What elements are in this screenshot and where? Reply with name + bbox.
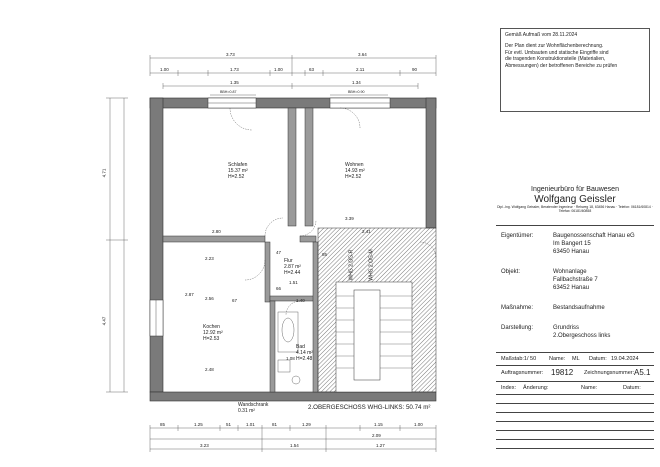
dim-bottom-3a: 3.23 [200,443,209,448]
total-area: 2.OBERGESCHOSS WHG-LINKS: 50.74 m² [308,404,431,411]
owner-line-2: Im Bangert 15 [553,241,591,247]
room-kochen: Kochen 12.92 m² H=2.53 [203,324,223,342]
dim-inner-6: 2.48 [205,367,214,372]
note-line: die tragenden Konstruktionsteile (Materi… [505,56,606,63]
object-label: Objekt: [501,269,521,275]
index-label: Index: [501,385,516,391]
dim-bottom-1e: 81 [272,422,278,427]
object-line-3: 63452 Hanau [553,285,590,291]
door-swings [229,107,437,316]
note-line: Gemäß Aufmaß vom 28.11.2024 [505,32,578,38]
survey-note: Gemäß Aufmaß vom 28.11.2024 Der Plan die… [500,28,650,112]
dim-inner-10: 1.08 [286,356,295,361]
stair-shaft [317,227,437,393]
date-label: Datum: [589,356,607,362]
room-schlafen: Schlafen 15.37 m² H=2.52 [228,162,248,180]
dim-bottom-1b: 1.25 [194,422,203,427]
stair-steps [336,295,412,369]
dim-top-1b: 3.64 [358,52,367,57]
dim-bottom-1a: 85 [160,422,166,427]
view-label: Darstellung: [501,325,534,331]
room-bad: Bad 4.14 m² H=2.48 [296,344,313,362]
bbh-label-1: BBH=0.87 [220,90,237,94]
dim-top-2e: 2.11 [356,67,365,72]
room-flur: Flur 2.87 m² H=2.44 [284,258,301,276]
bottom-dimension-lines [149,425,437,452]
dim-inner-7: 2.87 [185,292,194,297]
dim-inner-2: 3.39 [345,216,354,221]
owner-line-1: Baugenossenschaft Hanau eG [553,233,635,239]
measure-value: Bestandsaufnahme [553,305,605,311]
note-line: Für evtl. Umbauten und statische Eingrif… [505,49,609,56]
bbh-label-2: BBH=0.90 [348,90,365,94]
dim-bottom-3b: 1.54 [290,443,299,448]
bath-fixtures [277,311,301,385]
name-label: Name: [549,356,566,362]
dim-inner-13: 47 [276,250,282,255]
scale-value: Maßstab:1/ 50 [501,356,537,362]
dim-inner-12: 85 [322,252,328,257]
revision-name-label: Name: [581,385,598,391]
note-line: Abmessungen) der betroffenen Bereiche zu… [505,62,618,69]
dim-inner-9: 1.40 [296,298,305,303]
drawing-value: A5.1 [634,368,651,377]
dim-bottom-3c: 1.27 [376,443,385,448]
dim-top-2d: 63 [309,67,315,72]
date-value: 19.04.2024 [611,356,639,362]
unit-label-1: WHG 2.OG-R [348,249,355,281]
dim-top-1a: 3.73 [226,52,235,57]
dim-bottom-1g: 1.15 [374,422,383,427]
order-label: Auftragsnummer: [501,370,544,376]
left-dimension-lines [106,97,128,393]
order-value: 19812 [551,368,574,377]
firm-address: Dipl.-Ing. Wolfgang Geissler, Beratender… [497,205,653,213]
dim-inner-14: 66 [276,286,282,291]
measure-label: Maßnahme: [501,305,534,311]
object-line-1: Wohnanlage [553,269,587,275]
unit-label-2: WHG 2.OG-M [368,249,375,281]
room-wandschrank: Wandschrank 0.31 m² [238,402,269,414]
note-line: Der Plan dient zur Wohnflächenberechnung… [505,43,604,50]
dim-top-2c: 1.00 [274,67,283,72]
dim-top-2f: 90 [412,67,418,72]
dim-bottom-1d: 1.01 [246,422,255,427]
dim-inner-4: 2.23 [205,256,214,261]
owner-label: Eigentümer: [501,233,534,239]
dim-inner-5: 2.56 [205,296,214,301]
title-block: Ingenieurbüro für Bauwesen Wolfgang Geis… [496,186,654,213]
change-label: Änderung: [523,385,549,391]
inner-walls [162,107,319,393]
owner-line-3: 63450 Hanau [553,249,590,255]
drawing-label: Zeichnungsnummer: [584,370,635,376]
room-wohnen: Wohnen 14.93 m² H=2.52 [345,162,365,180]
dim-top-2a: 1.00 [160,67,169,72]
top-dimension-lines [149,55,437,89]
dim-left-1: 4.71 [101,168,107,178]
object-line-2: Fallbachstraße 7 [553,277,598,283]
revision-date-label: Datum: [623,385,641,391]
firm-name: Wolfgang Geissler [534,194,616,205]
dim-top-3b: 1.34 [352,80,361,85]
view-line-2: 2.Obergeschoss links [553,333,611,339]
dim-bottom-1h: 1.00 [414,422,423,427]
view-line-1: Grundriss [553,325,580,331]
name-value: ML [572,356,580,362]
dim-top-2b: 1.73 [230,67,239,72]
dim-left-2: 4.47 [101,316,107,326]
dim-inner-8: 1.51 [289,280,298,285]
dim-bottom-1f: 1.29 [302,422,311,427]
dim-bottom-1c: 51 [226,422,232,427]
firm-title: Ingenieurbüro für Bauwesen [531,186,619,193]
dim-inner-1: 2.80 [212,229,221,234]
dim-inner-11: 67 [232,298,238,303]
dim-inner-3: 2.41 [362,229,371,234]
dim-bottom-2a: 2.09 [372,433,381,438]
dim-top-3a: 1.35 [230,80,239,85]
